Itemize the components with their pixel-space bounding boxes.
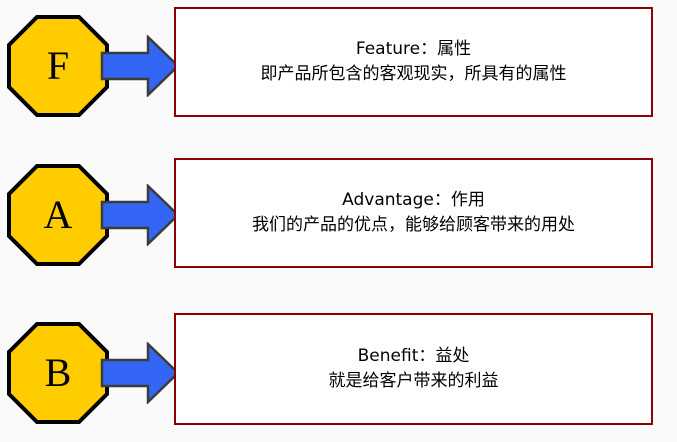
fab-panel-feature: Feature：属性 即产品所包含的客观现实，所具有的属性 <box>174 7 653 117</box>
right-arrow-icon <box>100 342 180 404</box>
panel-title: Feature：属性 <box>355 39 472 60</box>
octagon-badge-icon <box>7 164 109 266</box>
badge-letter: A <box>43 192 73 237</box>
right-arrow-icon <box>100 35 180 97</box>
right-arrow-benefit <box>100 342 180 404</box>
fab-row-benefit: B Benefit：益处 就是给客户带来的利益 <box>0 305 677 440</box>
fab-row-feature: F Feature：属性 即产品所包含的客观现实，所具有的属性 <box>0 0 677 130</box>
octagon-badge-a[interactable]: A <box>6 163 110 267</box>
panel-description: 我们的产品的优点，能够给顾客带来的用处 <box>252 215 575 235</box>
fab-panel-benefit: Benefit：益处 就是给客户带来的利益 <box>174 313 653 425</box>
octagon-badge-f[interactable]: F <box>6 14 110 118</box>
right-arrow-feature <box>100 35 180 97</box>
fab-panel-advantage: Advantage：作用 我们的产品的优点，能够给顾客带来的用处 <box>174 158 653 268</box>
badge-letter: B <box>44 350 72 395</box>
panel-title: Advantage：作用 <box>342 190 485 211</box>
octagon-badge-icon <box>7 15 109 117</box>
octagon-badge-b[interactable]: B <box>6 321 110 425</box>
fab-row-advantage: A Advantage：作用 我们的产品的优点，能够给顾客带来的用处 <box>0 152 677 280</box>
badge-letter: F <box>46 43 70 88</box>
panel-description: 即产品所包含的客观现实，所具有的属性 <box>260 64 567 84</box>
panel-title: Benefit：益处 <box>357 346 470 367</box>
right-arrow-icon <box>100 184 180 246</box>
right-arrow-advantage <box>100 184 180 246</box>
octagon-badge-icon <box>7 322 109 424</box>
panel-description: 就是给客户带来的利益 <box>328 371 499 391</box>
